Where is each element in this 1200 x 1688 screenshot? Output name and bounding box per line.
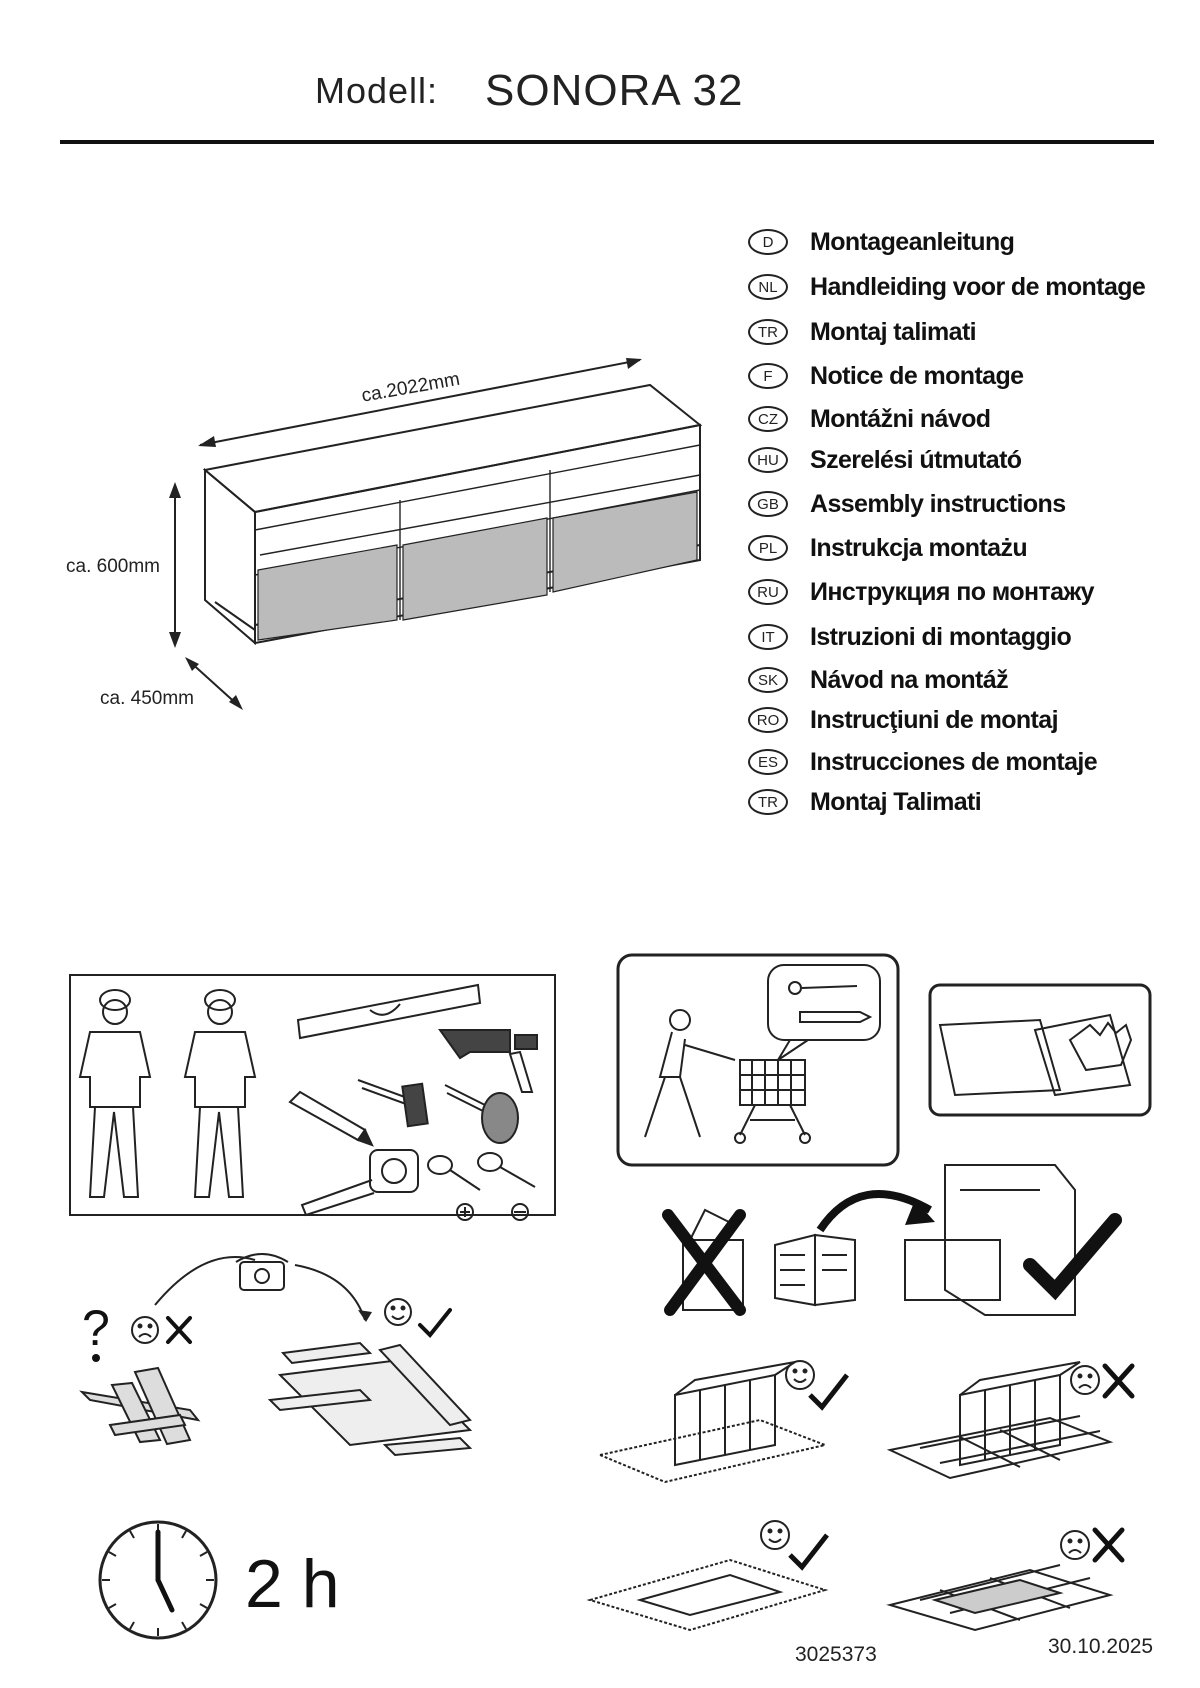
language-item: IT Istruzioni di montaggio [748,617,1072,657]
language-title: Instrukcja montażu [810,533,1028,562]
language-item: RU Инструкция по монтажу [748,572,1094,612]
article-number: 3025373 [795,1643,877,1666]
messy-panels-icon [79,1366,201,1446]
language-item: SK Návod na montáž [748,660,1009,700]
carpet-panel-good [586,1558,829,1632]
language-item: RO Instrucţiuni de montaj [748,700,1059,740]
cross-icon [166,1316,192,1344]
language-item: TR Montaj talimati [748,312,977,352]
language-item: ES Instrucciones de montaje [748,742,1098,782]
assembly-time: 2 h [245,1546,340,1622]
language-item: CZ Montážni návod [748,399,991,439]
language-title: Notice de montage [810,361,1024,390]
manual-booklet-icon [774,1233,856,1307]
screwdriver-icon [427,1155,481,1221]
filing-cabinet-icon [904,1164,1076,1316]
cross-icon [1092,1527,1125,1563]
language-title: Assembly instructions [810,489,1066,518]
spirit-level-icon [296,983,482,1040]
language-title: Handleiding voor de montage [810,272,1146,301]
tape-measure-icon [300,1149,419,1217]
language-title: Szerelési útmutató [810,445,1022,474]
question-mark: ? [82,1300,110,1356]
check-icon [418,1308,452,1338]
language-code-badge: SK [748,667,788,693]
language-title: Montážni návod [810,404,991,433]
glove-icon [1068,1021,1133,1072]
sad-face-icon [1070,1365,1100,1395]
carpet-assembly-good [596,1361,829,1484]
language-code-badge: GB [748,491,788,517]
language-title: Návod na montáž [810,665,1009,694]
drill-icon [438,1029,538,1093]
language-item: PL Instrukcja montażu [748,528,1028,568]
language-item: F Notice de montage [748,356,1024,396]
language-title: Istruzioni di montaggio [810,622,1072,651]
language-item: D Montageanleitung [748,222,1015,262]
language-title: Instrucţiuni de montaj [810,705,1059,734]
language-code-badge: IT [748,624,788,650]
sad-face-icon [131,1316,159,1344]
language-code-badge: RO [748,707,788,733]
language-code-badge: RU [748,579,788,605]
happy-face-icon [785,1360,815,1390]
language-code-badge: NL [748,274,788,300]
pencil-icon [288,1090,374,1147]
mallet-icon [444,1084,519,1144]
hard-floor-panel-bad [886,1564,1114,1632]
sad-face-icon [1060,1530,1090,1560]
cross-icon [662,1209,746,1316]
sorted-panels-icon [267,1341,473,1457]
language-title: Montaj talimati [810,317,977,346]
language-code-badge: TR [748,319,788,345]
check-icon [788,1533,829,1571]
language-item: TR Montaj Talimati [748,782,982,822]
screw-dowel-bubble-icon [767,964,881,1061]
language-code-badge: ES [748,749,788,775]
phone-icon [235,1253,289,1291]
shopper-cart-icon [644,1009,811,1144]
language-code-badge: D [748,229,788,255]
check-icon [1023,1213,1122,1301]
check-icon [808,1373,849,1411]
happy-face-icon [760,1520,790,1550]
hammer-icon [357,1079,429,1128]
worker-icon [78,989,152,1198]
language-item: NL Handleiding voor de montage [748,267,1146,307]
language-code-badge: PL [748,535,788,561]
language-title: Montaj Talimati [810,787,982,816]
language-item: HU Szerelési útmutató [748,440,1022,480]
language-code-badge: F [748,363,788,389]
depth-dimension: ca. 450mm [100,688,194,709]
header-divider [60,140,1154,144]
language-title: Инструкция по монтажу [810,577,1094,606]
language-title: Instrucciones de montaje [810,747,1098,776]
language-code-badge: HU [748,447,788,473]
happy-face-icon [384,1298,412,1326]
document-date: 30.10.2025 [1048,1635,1154,1658]
model-name: SONORA 32 [485,66,744,115]
height-dimension: ca. 600mm [66,556,160,577]
language-code-badge: CZ [748,406,788,432]
model-label: Modell: [315,70,439,111]
screwdriver-icon [477,1152,536,1221]
language-code-badge: TR [748,789,788,815]
cross-icon [1102,1363,1135,1399]
worker-icon [183,989,257,1198]
language-item: GB Assembly instructions [748,484,1066,524]
hard-floor-assembly-bad [886,1361,1114,1480]
language-title: Montageanleitung [810,227,1015,256]
